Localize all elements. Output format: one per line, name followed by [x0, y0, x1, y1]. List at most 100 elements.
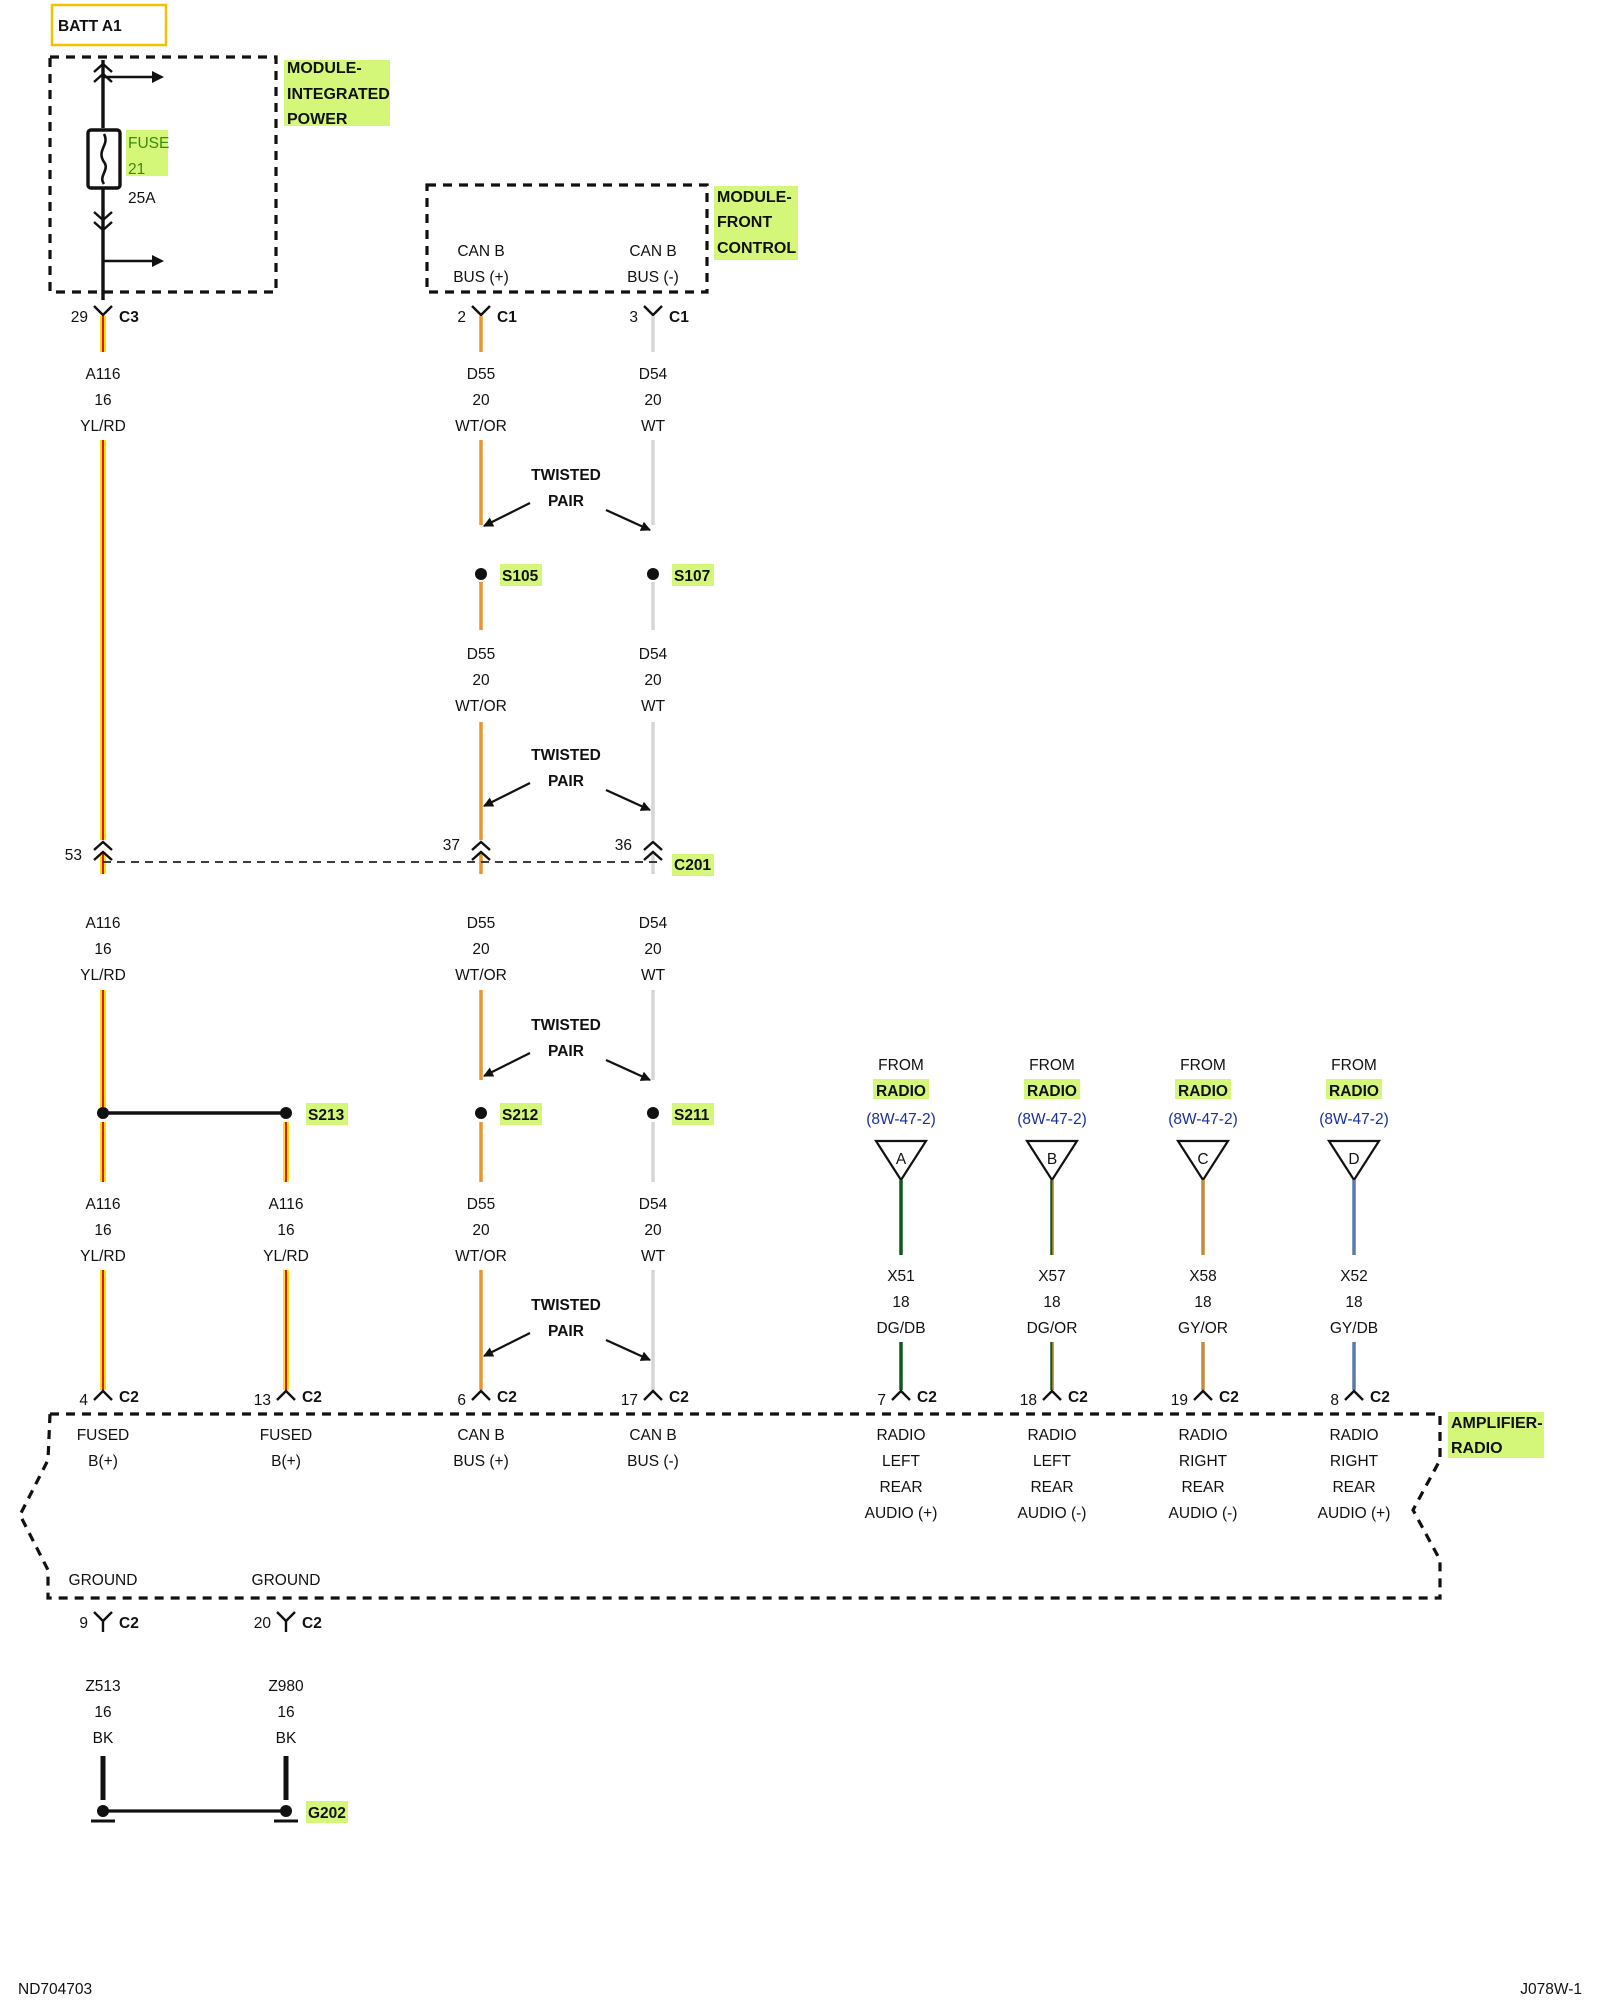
svg-text:D55: D55: [467, 915, 495, 932]
wire-x57: [1050, 1180, 1054, 1390]
svg-text:B(+): B(+): [88, 1453, 118, 1470]
svg-text:BUS (+): BUS (+): [453, 1453, 509, 1470]
svg-text:REAR: REAR: [1332, 1479, 1375, 1496]
svg-text:A116: A116: [85, 366, 120, 383]
connector-c201-pin37: 37: [443, 837, 491, 861]
svg-text:20: 20: [644, 672, 662, 689]
batt-box: [50, 3, 168, 47]
svg-text:BK: BK: [93, 1730, 114, 1747]
svg-text:A116: A116: [85, 1196, 120, 1213]
wire-label-d55-2: D55 20 WT/OR: [455, 646, 507, 715]
svg-text:CAN B: CAN B: [629, 1427, 676, 1444]
wire-label-a116-3: A116 16 YL/RD: [80, 1196, 126, 1265]
svg-text:DG/DB: DG/DB: [876, 1320, 925, 1337]
svg-text:29: 29: [71, 309, 88, 326]
svg-text:(8W-47-2): (8W-47-2): [866, 1111, 935, 1128]
svg-text:AUDIO (-): AUDIO (-): [1169, 1505, 1238, 1522]
svg-text:FROM: FROM: [878, 1057, 924, 1074]
connector-c2-pin7: 7 C2: [877, 1389, 936, 1409]
splice-s105-label: S105: [502, 568, 539, 585]
svg-text:A116: A116: [268, 1196, 303, 1213]
svg-text:WT: WT: [641, 698, 666, 715]
amp-pin-ground-1: GROUND: [69, 1572, 138, 1589]
svg-text:RIGHT: RIGHT: [1330, 1453, 1379, 1470]
svg-text:PAIR: PAIR: [548, 1323, 584, 1340]
wire-label-x51: X51 18 DG/DB: [876, 1268, 925, 1337]
svg-text:RIGHT: RIGHT: [1179, 1453, 1228, 1470]
svg-text:C2: C2: [302, 1615, 322, 1632]
svg-text:9: 9: [79, 1615, 88, 1632]
svg-text:53: 53: [65, 847, 82, 864]
svg-text:(8W-47-2): (8W-47-2): [1017, 1111, 1086, 1128]
svg-text:3: 3: [629, 309, 638, 326]
svg-text:20: 20: [472, 392, 490, 409]
svg-text:LEFT: LEFT: [1033, 1453, 1071, 1470]
svg-text:C2: C2: [669, 1389, 689, 1406]
fcm-label-1: MODULE-: [717, 189, 792, 206]
connector-c201-pin53: 53: [65, 840, 113, 864]
fuse-rating: 25A: [128, 190, 156, 207]
fcm-label-2: FRONT: [717, 214, 772, 231]
connector-c2-pin13: 13 C2: [254, 1389, 322, 1409]
svg-text:TWISTED: TWISTED: [531, 1017, 601, 1034]
svg-text:18: 18: [1345, 1294, 1362, 1311]
svg-text:AUDIO (+): AUDIO (+): [865, 1505, 938, 1522]
svg-text:C2: C2: [302, 1389, 322, 1406]
svg-text:X51: X51: [887, 1268, 915, 1285]
fuse-feed-connector-icon: [93, 62, 113, 83]
splice-s107: [647, 568, 659, 580]
fuse-highlight: [126, 130, 168, 176]
svg-text:D54: D54: [639, 366, 668, 383]
svg-text:6: 6: [457, 1392, 466, 1409]
svg-text:PAIR: PAIR: [548, 1043, 584, 1060]
fcm-label-3: CONTROL: [717, 240, 796, 257]
wire-label-z980: Z980 16 BK: [268, 1678, 304, 1747]
svg-text:18: 18: [892, 1294, 909, 1311]
amp-pin-can-plus: CAN B BUS (+): [453, 1427, 509, 1470]
svg-text:D54: D54: [639, 1196, 668, 1213]
svg-text:C3: C3: [119, 309, 139, 326]
fcm-module-box: [425, 183, 709, 294]
connector-c2-pin6: 6 C2: [457, 1389, 516, 1409]
connector-c2-pin4: 4 C2: [79, 1389, 138, 1409]
svg-text:16: 16: [277, 1222, 294, 1239]
wire-label-d55-4: D55 20 WT/OR: [455, 1196, 507, 1265]
svg-text:WT/OR: WT/OR: [455, 967, 507, 984]
svg-text:B: B: [1047, 1151, 1057, 1168]
fuse-label: FUSE: [128, 135, 169, 152]
connector-c2-pin19: 19 C2: [1171, 1389, 1239, 1409]
svg-text:18: 18: [1020, 1392, 1037, 1409]
svg-text:20: 20: [472, 941, 490, 958]
connector-c2-pin9: 9 C2: [79, 1611, 139, 1632]
svg-text:13: 13: [254, 1392, 271, 1409]
footer-left: ND704703: [18, 1981, 92, 1998]
ipm-label-3: POWER: [287, 111, 348, 128]
connector-c2-pin8: 8 C2: [1330, 1389, 1389, 1409]
from-radio-c: FROM RADIO (8W-47-2) C: [1168, 1057, 1238, 1183]
svg-text:C2: C2: [917, 1389, 937, 1406]
ipm-label-2: INTEGRATED: [287, 86, 390, 103]
fuse-number: 21: [128, 161, 145, 178]
wire-label-d54-4: D54 20 WT: [639, 1196, 668, 1265]
svg-text:A116: A116: [85, 915, 120, 932]
svg-text:D54: D54: [639, 915, 668, 932]
svg-text:WT: WT: [641, 967, 666, 984]
svg-text:18: 18: [1043, 1294, 1060, 1311]
twisted-pair-label-4: TWISTED PAIR: [483, 1297, 651, 1362]
svg-text:C2: C2: [119, 1615, 139, 1632]
svg-text:C2: C2: [1068, 1389, 1088, 1406]
connector-c2-pin18: 18 C2: [1020, 1389, 1088, 1409]
svg-text:D54: D54: [639, 646, 668, 663]
svg-text:20: 20: [644, 392, 662, 409]
splice-s212-label: S212: [502, 1107, 538, 1124]
connector-c2-pin17: 17 C2: [621, 1389, 689, 1409]
amp-pin-right-rear-plus: RADIO RIGHT REAR AUDIO (+): [1318, 1427, 1391, 1522]
fcm-pin2-line2: BUS (-): [627, 269, 679, 286]
fuse-icon: [86, 128, 122, 190]
svg-text:RADIO: RADIO: [1027, 1427, 1076, 1444]
connector-c1-pin3: 3 C1: [629, 305, 689, 326]
svg-text:FROM: FROM: [1029, 1057, 1075, 1074]
svg-text:DG/OR: DG/OR: [1027, 1320, 1078, 1337]
svg-text:RADIO: RADIO: [1027, 1083, 1077, 1100]
